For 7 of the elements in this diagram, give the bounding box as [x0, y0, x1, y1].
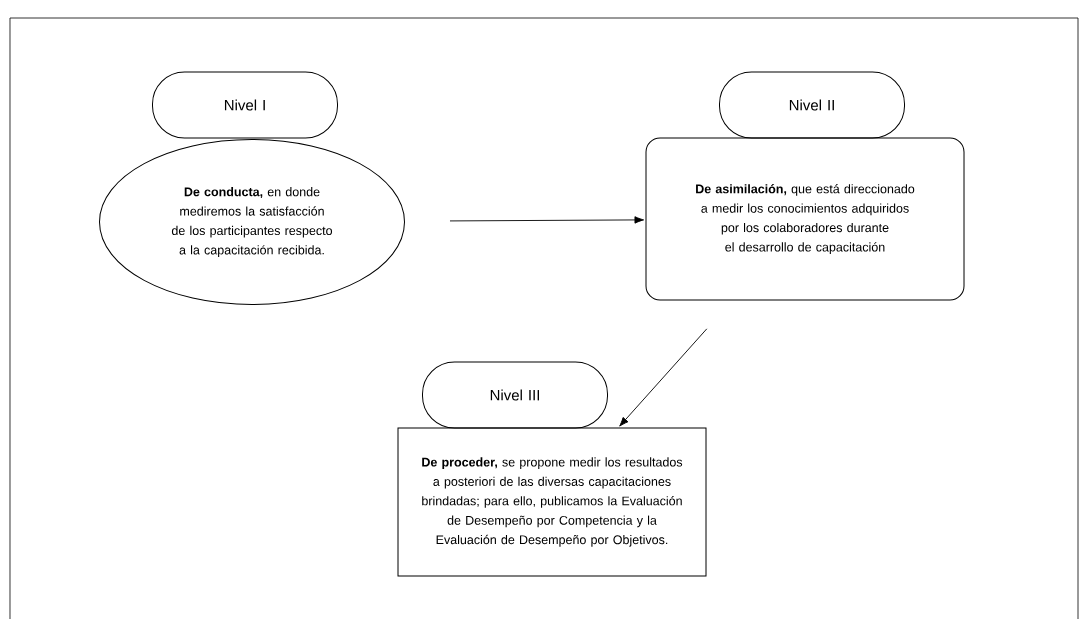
arrow — [619, 328, 708, 427]
description-box: De proceder, se propone medir los resultados a posteriori de las diversas capacitaciones brindadas; para ello, publicamos la Evaluación de Desempeño por Competencia y la Evaluación de Desempeño por Objetivos. — [397, 427, 707, 577]
arrow — [449, 216, 645, 224]
level-pill: Nivel III — [422, 361, 608, 429]
description-box: De asimilación, que está direccionado a medir los conocimientos adquiridos por los colaboradores durante el desarrollo de capacitación — [645, 137, 965, 301]
level-pill: Nivel I — [152, 71, 338, 139]
level-pill: Nivel II — [719, 71, 905, 139]
